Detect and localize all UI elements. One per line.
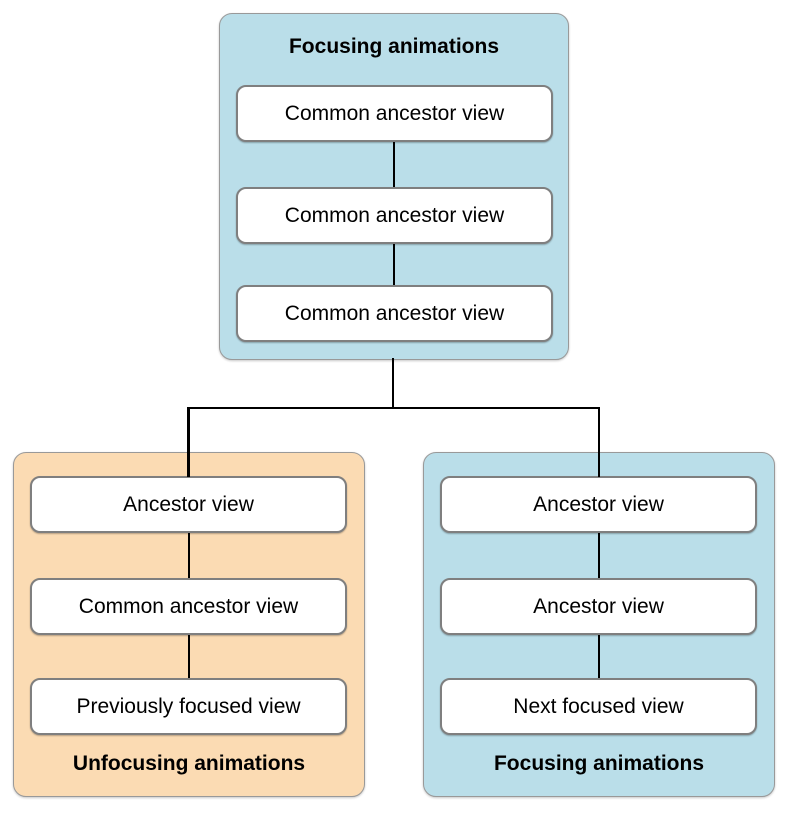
group-common-ancestor-chain: Focusing animations Common ancestor view… [219, 13, 569, 360]
connector-line [597, 625, 601, 687]
group-unfocusing-animations: Ancestor view Common ancestor view Previ… [13, 452, 365, 797]
node-ancestor-view-left: Ancestor view [30, 476, 347, 533]
node-common-ancestor-2: Common ancestor view [236, 187, 553, 244]
right-branch-drop-connector-line [597, 406, 600, 477]
connector-line [187, 523, 191, 585]
group-title-top: Focusing animations [288, 35, 500, 58]
connector-line [597, 523, 601, 585]
group-title-focusing: Focusing animations [493, 752, 705, 775]
node-common-ancestor-1: Common ancestor view [236, 85, 553, 142]
node-ancestor-view-right-2: Ancestor view [440, 578, 757, 635]
group-title-unfocusing: Unfocusing animations [72, 752, 306, 775]
left-branch-drop-connector-line [187, 406, 190, 477]
connector-line [187, 625, 191, 687]
node-ancestor-view-right-1: Ancestor view [440, 476, 757, 533]
node-common-ancestor-3: Common ancestor view [236, 285, 553, 342]
node-common-ancestor-left: Common ancestor view [30, 578, 347, 635]
connector-line [392, 140, 396, 202]
connector-line [392, 242, 396, 304]
group-focusing-animations: Ancestor view Ancestor view Next focused… [423, 452, 775, 797]
node-next-focused-view: Next focused view [440, 678, 757, 735]
trunk-connector-line [391, 358, 395, 409]
branch-horizontal-connector-line [187, 406, 600, 409]
node-previously-focused-view: Previously focused view [30, 678, 347, 735]
